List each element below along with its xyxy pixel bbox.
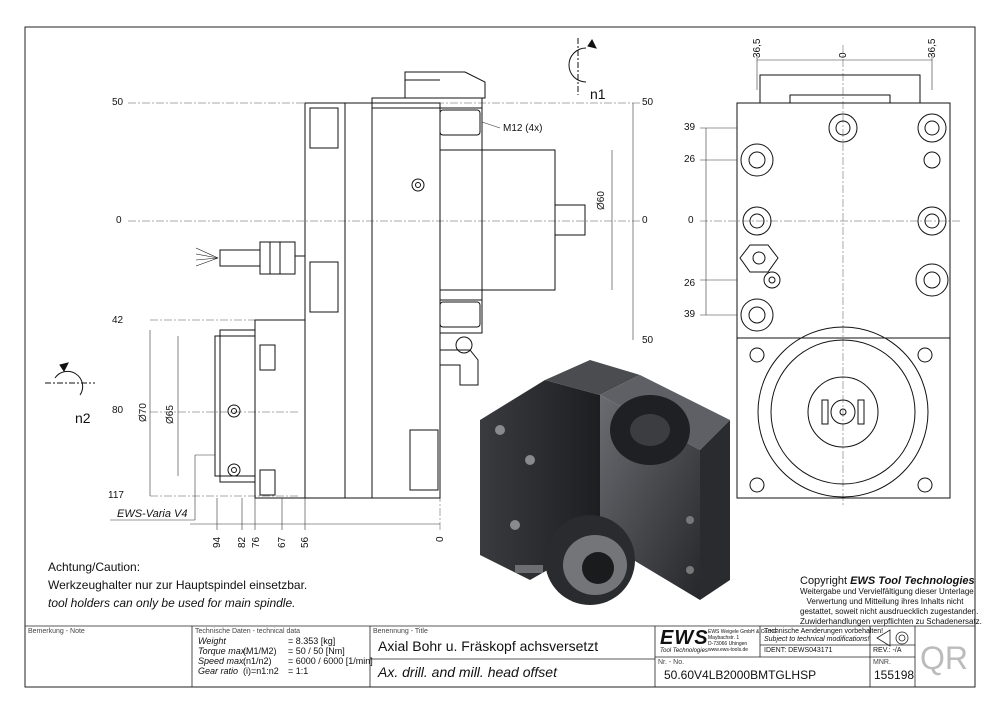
ews-varia-label: EWS-Varia V4 (117, 508, 188, 520)
scale-bottom-67: 67 (277, 536, 288, 548)
scale-mid-50-top: 50 (642, 97, 654, 108)
dim-top-right: 36,5 (927, 38, 938, 58)
tech-row: Gear ratio (i)=n1:n2 = 1:1 (198, 666, 373, 676)
dim-right-26-bottom: 26 (684, 278, 696, 289)
scale-bottom-82: 82 (237, 536, 248, 548)
front-view (110, 71, 640, 530)
copyright-line-3: gestattet, soweit nicht ausdruecklich zu… (800, 607, 979, 616)
scale-bottom-0: 0 (435, 536, 446, 542)
notice-en: Subject to technical modifications! (764, 636, 870, 643)
copyright-line-1: Weitergabe und Vervielfältigung dieser U… (800, 587, 976, 596)
caution-note: Achtung/Caution: Werkzeughalter nur zur … (48, 558, 307, 612)
mnr-number: 155198 (874, 668, 915, 682)
tech-data-label: Technische Daten - technical data (195, 628, 301, 635)
scale-left-50: 50 (112, 97, 124, 108)
sheet-border (24, 26, 976, 688)
copyright-line-2: Verwertung und Mitteilung ihres Inhalts … (806, 597, 964, 606)
tech-row-mid: (M1/M2) (243, 646, 277, 656)
ews-logo: EWS Tool Technologies (660, 628, 709, 654)
rotation-symbol-n1 (568, 38, 597, 95)
scale-left-42: 42 (112, 315, 124, 326)
tech-row: Speed max.(n1/n2) = 6000 / 6000 [1/min] (198, 656, 373, 666)
caution-line-en: tool holders can only be used for main s… (48, 596, 296, 610)
copyright-line-4: Zuwiderhandlungen verpflichten zu Schade… (800, 617, 982, 626)
title-label: Benennung - Title (373, 628, 428, 635)
revision: REV.: -/A (873, 647, 902, 654)
caution-heading: Achtung/Caution: (48, 560, 141, 574)
tech-row: Weight = 8.353 [kg] (198, 636, 373, 646)
qr-placeholder: QR (920, 640, 968, 676)
tech-row-value: = 6000 / 6000 [1/min] (288, 656, 373, 666)
scale-mid-50-bottom: 50 (642, 335, 654, 346)
company-address: EWS Weigele GmbH & Co. KG Maybachstr. 1 … (708, 629, 777, 653)
company-city: D-73066 Uhingen (708, 641, 748, 647)
tech-row-value: = 50 / 50 [Nm] (288, 646, 345, 656)
logo-text: EWS (660, 627, 709, 649)
product-render (480, 360, 730, 605)
diameter-60-label: Ø60 (596, 191, 607, 210)
side-view (700, 45, 960, 505)
copyright-title: Copyright EWS Tool Technologies (800, 575, 975, 587)
title-block-lines (25, 625, 975, 687)
scale-left-0: 0 (116, 215, 122, 226)
logo-subtext: Tool Technologies (660, 648, 708, 654)
caution-line-de: Werkzeughalter nur zur Hauptspindel eins… (48, 578, 308, 592)
tech-row: Torque max.(M1/M2) = 50 / 50 [Nm] (198, 646, 373, 656)
number-label: Nr. - No. (658, 659, 685, 666)
company-name: EWS Weigele GmbH & Co. KG (708, 629, 778, 635)
dim-right-39-top: 39 (684, 122, 696, 133)
dim-top-left: 36,5 (752, 38, 763, 58)
scale-left-80: 80 (112, 405, 124, 416)
scale-bottom-56: 56 (300, 536, 311, 548)
n2-label: n2 (75, 410, 91, 426)
part-number: 50.60V4LB2000BMTGLHSP (664, 668, 817, 682)
tech-row-mid: (i)=n1:n2 (243, 666, 279, 676)
ident-number: IDENT: DEWS043171 (764, 647, 833, 654)
tech-row-key: Weight (198, 636, 226, 646)
dim-right-0: 0 (688, 215, 694, 226)
scale-mid-0: 0 (642, 215, 648, 226)
scale-bottom-76: 76 (251, 536, 262, 548)
tech-row-value: = 1:1 (288, 666, 309, 676)
copyright-block: Copyright EWS Tool Technologies Weiterga… (800, 575, 982, 627)
copyright-brand: EWS Tool Technologies (850, 575, 975, 587)
tech-row-value: = 8.353 [kg] (288, 636, 336, 646)
rotation-symbol-n2 (45, 362, 95, 396)
dim-right-26-top: 26 (684, 154, 696, 165)
tech-row-mid: (n1/n2) (243, 656, 272, 666)
mnr-label: MNR. (873, 659, 891, 666)
drawing-title-en: Ax. drill. and mill. head offset (378, 664, 557, 680)
tech-row-key: Torque max. (198, 646, 248, 656)
note-label: Bemerkung - Note (28, 628, 85, 635)
thread-callout: M12 (4x) (503, 123, 543, 134)
scale-bottom-94: 94 (212, 536, 223, 548)
company-street: Maybachstr. 1 (708, 635, 740, 641)
dim-top-center: 0 (838, 52, 849, 58)
n1-label: n1 (590, 86, 606, 102)
dim-right-39-bottom: 39 (684, 309, 696, 320)
company-web: www.ews-tools.de (708, 647, 749, 653)
copyright-prefix: Copyright (800, 575, 851, 587)
tech-row-key: Gear ratio (198, 666, 239, 676)
notice-de: Technische Aenderungen vorbehalten! (764, 628, 884, 635)
tech-row-key: Speed max. (198, 656, 247, 666)
scale-left-117: 117 (108, 490, 124, 501)
diameter-70-label: Ø70 (138, 403, 149, 422)
tech-data-table: Weight = 8.353 [kg] Torque max.(M1/M2) = 5… (198, 636, 373, 676)
diameter-65-label: Ø65 (165, 405, 176, 424)
drawing-title-de: Axial Bohr u. Fräskopf achsversetzt (378, 638, 599, 654)
